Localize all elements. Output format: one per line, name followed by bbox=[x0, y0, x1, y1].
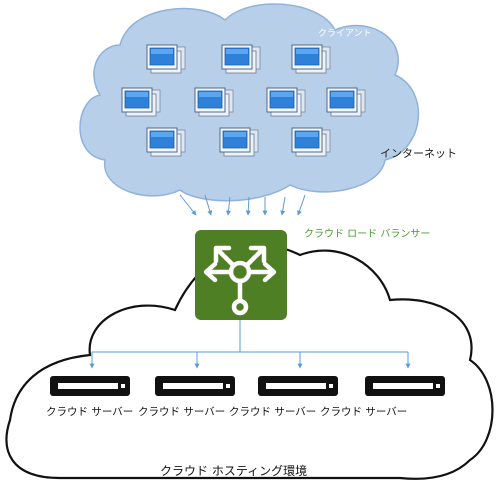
client-monitor-icon bbox=[194, 87, 234, 117]
clients-label: クライアント bbox=[318, 29, 372, 39]
client-monitor-icon bbox=[291, 44, 331, 74]
hosting-cloud-outline bbox=[5, 244, 494, 480]
load-balancer bbox=[195, 230, 287, 320]
server-rack-icon bbox=[365, 376, 445, 396]
load-balancer-label: クラウド ロード バランサー bbox=[304, 229, 431, 240]
internet-label: インターネット bbox=[380, 147, 457, 160]
server-label: クラウド サーバー bbox=[229, 406, 317, 418]
server-rack-icon bbox=[258, 376, 338, 396]
load-balancer-icon bbox=[203, 245, 277, 316]
server-rack-icon bbox=[155, 376, 235, 396]
hosting-environment-label: クラウド ホスティング環境 bbox=[160, 464, 308, 478]
server-rack-icon bbox=[50, 376, 130, 396]
lb-to-servers-lines bbox=[89, 320, 411, 369]
server-label: クラウド サーバー bbox=[320, 406, 408, 418]
client-monitor-icon bbox=[326, 87, 366, 117]
client-monitor-icon bbox=[266, 87, 306, 117]
client-monitor-icon bbox=[221, 44, 261, 74]
client-monitor-icon bbox=[146, 44, 186, 74]
internet-to-lb-arrows bbox=[179, 194, 306, 216]
client-monitor-icon bbox=[146, 127, 186, 157]
client-monitor-icon bbox=[291, 127, 331, 157]
server-label: クラウド サーバー bbox=[46, 406, 134, 418]
server-label: クラウド サーバー bbox=[138, 406, 226, 418]
client-monitor-icon bbox=[219, 127, 259, 157]
client-monitor-icon bbox=[121, 87, 161, 117]
